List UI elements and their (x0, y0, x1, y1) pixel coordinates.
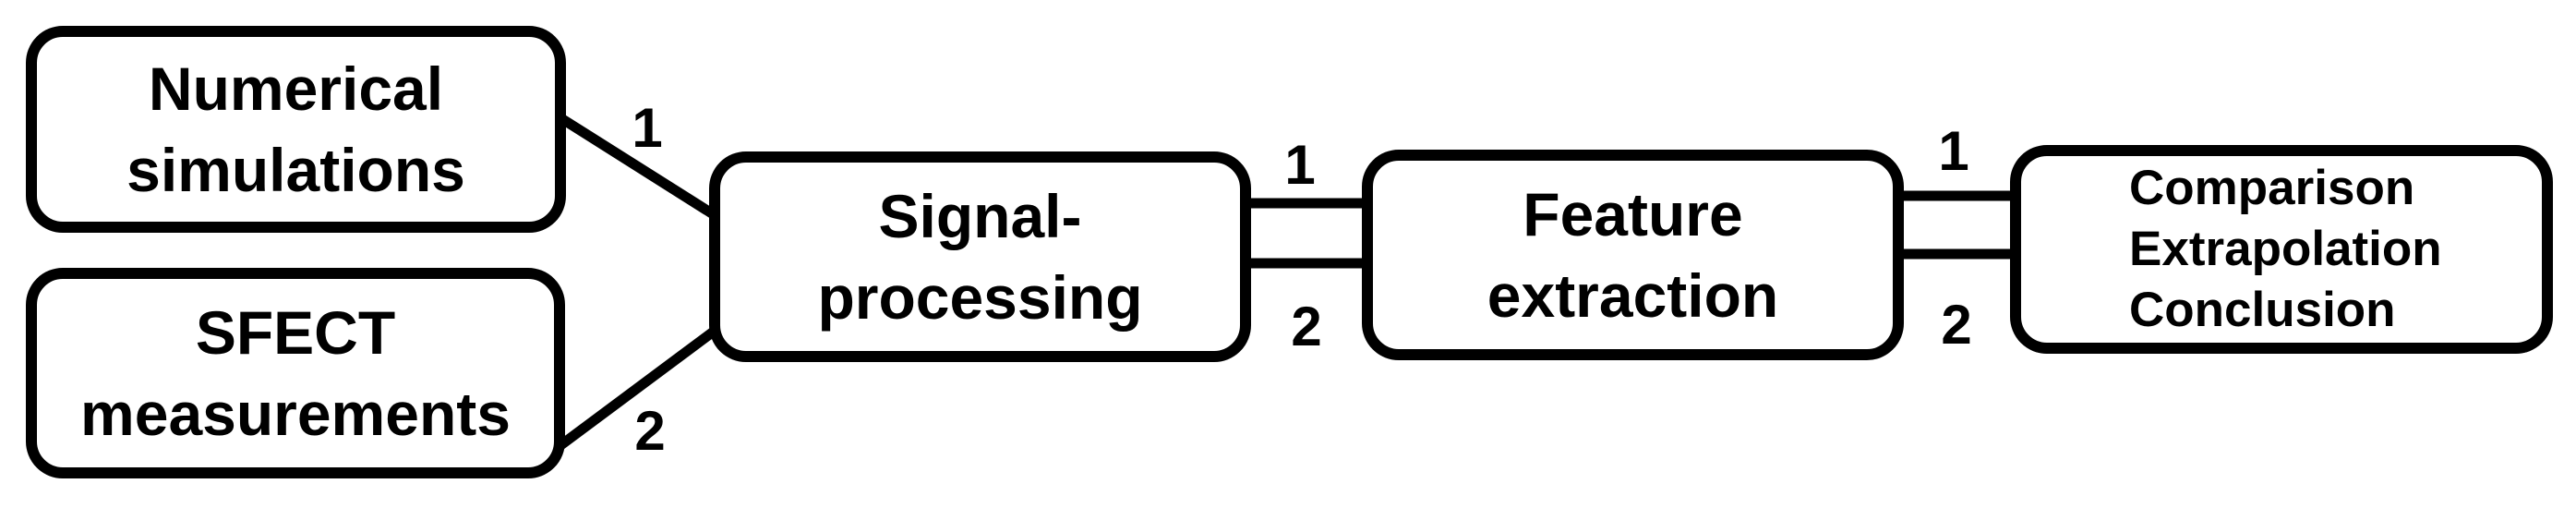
box-text-line: extraction (1487, 261, 1779, 330)
box-text-line: Feature (1523, 180, 1743, 248)
box-text-line: Comparison (2129, 161, 2415, 215)
box-text-line: SFECT (195, 298, 396, 367)
box-text-line: Conclusion (2129, 283, 2396, 337)
connector-line-numerical-to-signal (557, 113, 717, 220)
box-text-line: simulations (126, 136, 465, 204)
connector-label-feature-to-comparison-1: 1 (1938, 120, 1969, 182)
box-text-line: Extrapolation (2129, 222, 2442, 276)
box-numerical-simulations: Numerical simulations (26, 26, 566, 233)
connector-label-feature-to-comparison-2: 2 (1941, 294, 1972, 356)
connector-label-signal-to-feature-2: 2 (1291, 296, 1322, 357)
connector-label-numerical-to-signal: 1 (632, 97, 663, 159)
connector-label-sfect-to-signal: 2 (634, 400, 666, 462)
box-sfect-measurements: SFECT measurements (26, 268, 565, 478)
box-feature-extraction: Feature extraction (1362, 150, 1904, 360)
box-text-line: measurements (80, 380, 511, 448)
box-text-line: processing (817, 263, 1143, 332)
box-text-line: Signal- (878, 182, 1082, 250)
box-text-line: Numerical (148, 54, 444, 123)
connector-line-sfect-to-signal (556, 326, 718, 451)
connector-label-signal-to-feature-1: 1 (1284, 134, 1316, 196)
box-comparison-extrapolation-conclusion: Comparison Extrapolation Conclusion (2010, 145, 2553, 354)
box-signal-processing: Signal- processing (709, 151, 1251, 362)
